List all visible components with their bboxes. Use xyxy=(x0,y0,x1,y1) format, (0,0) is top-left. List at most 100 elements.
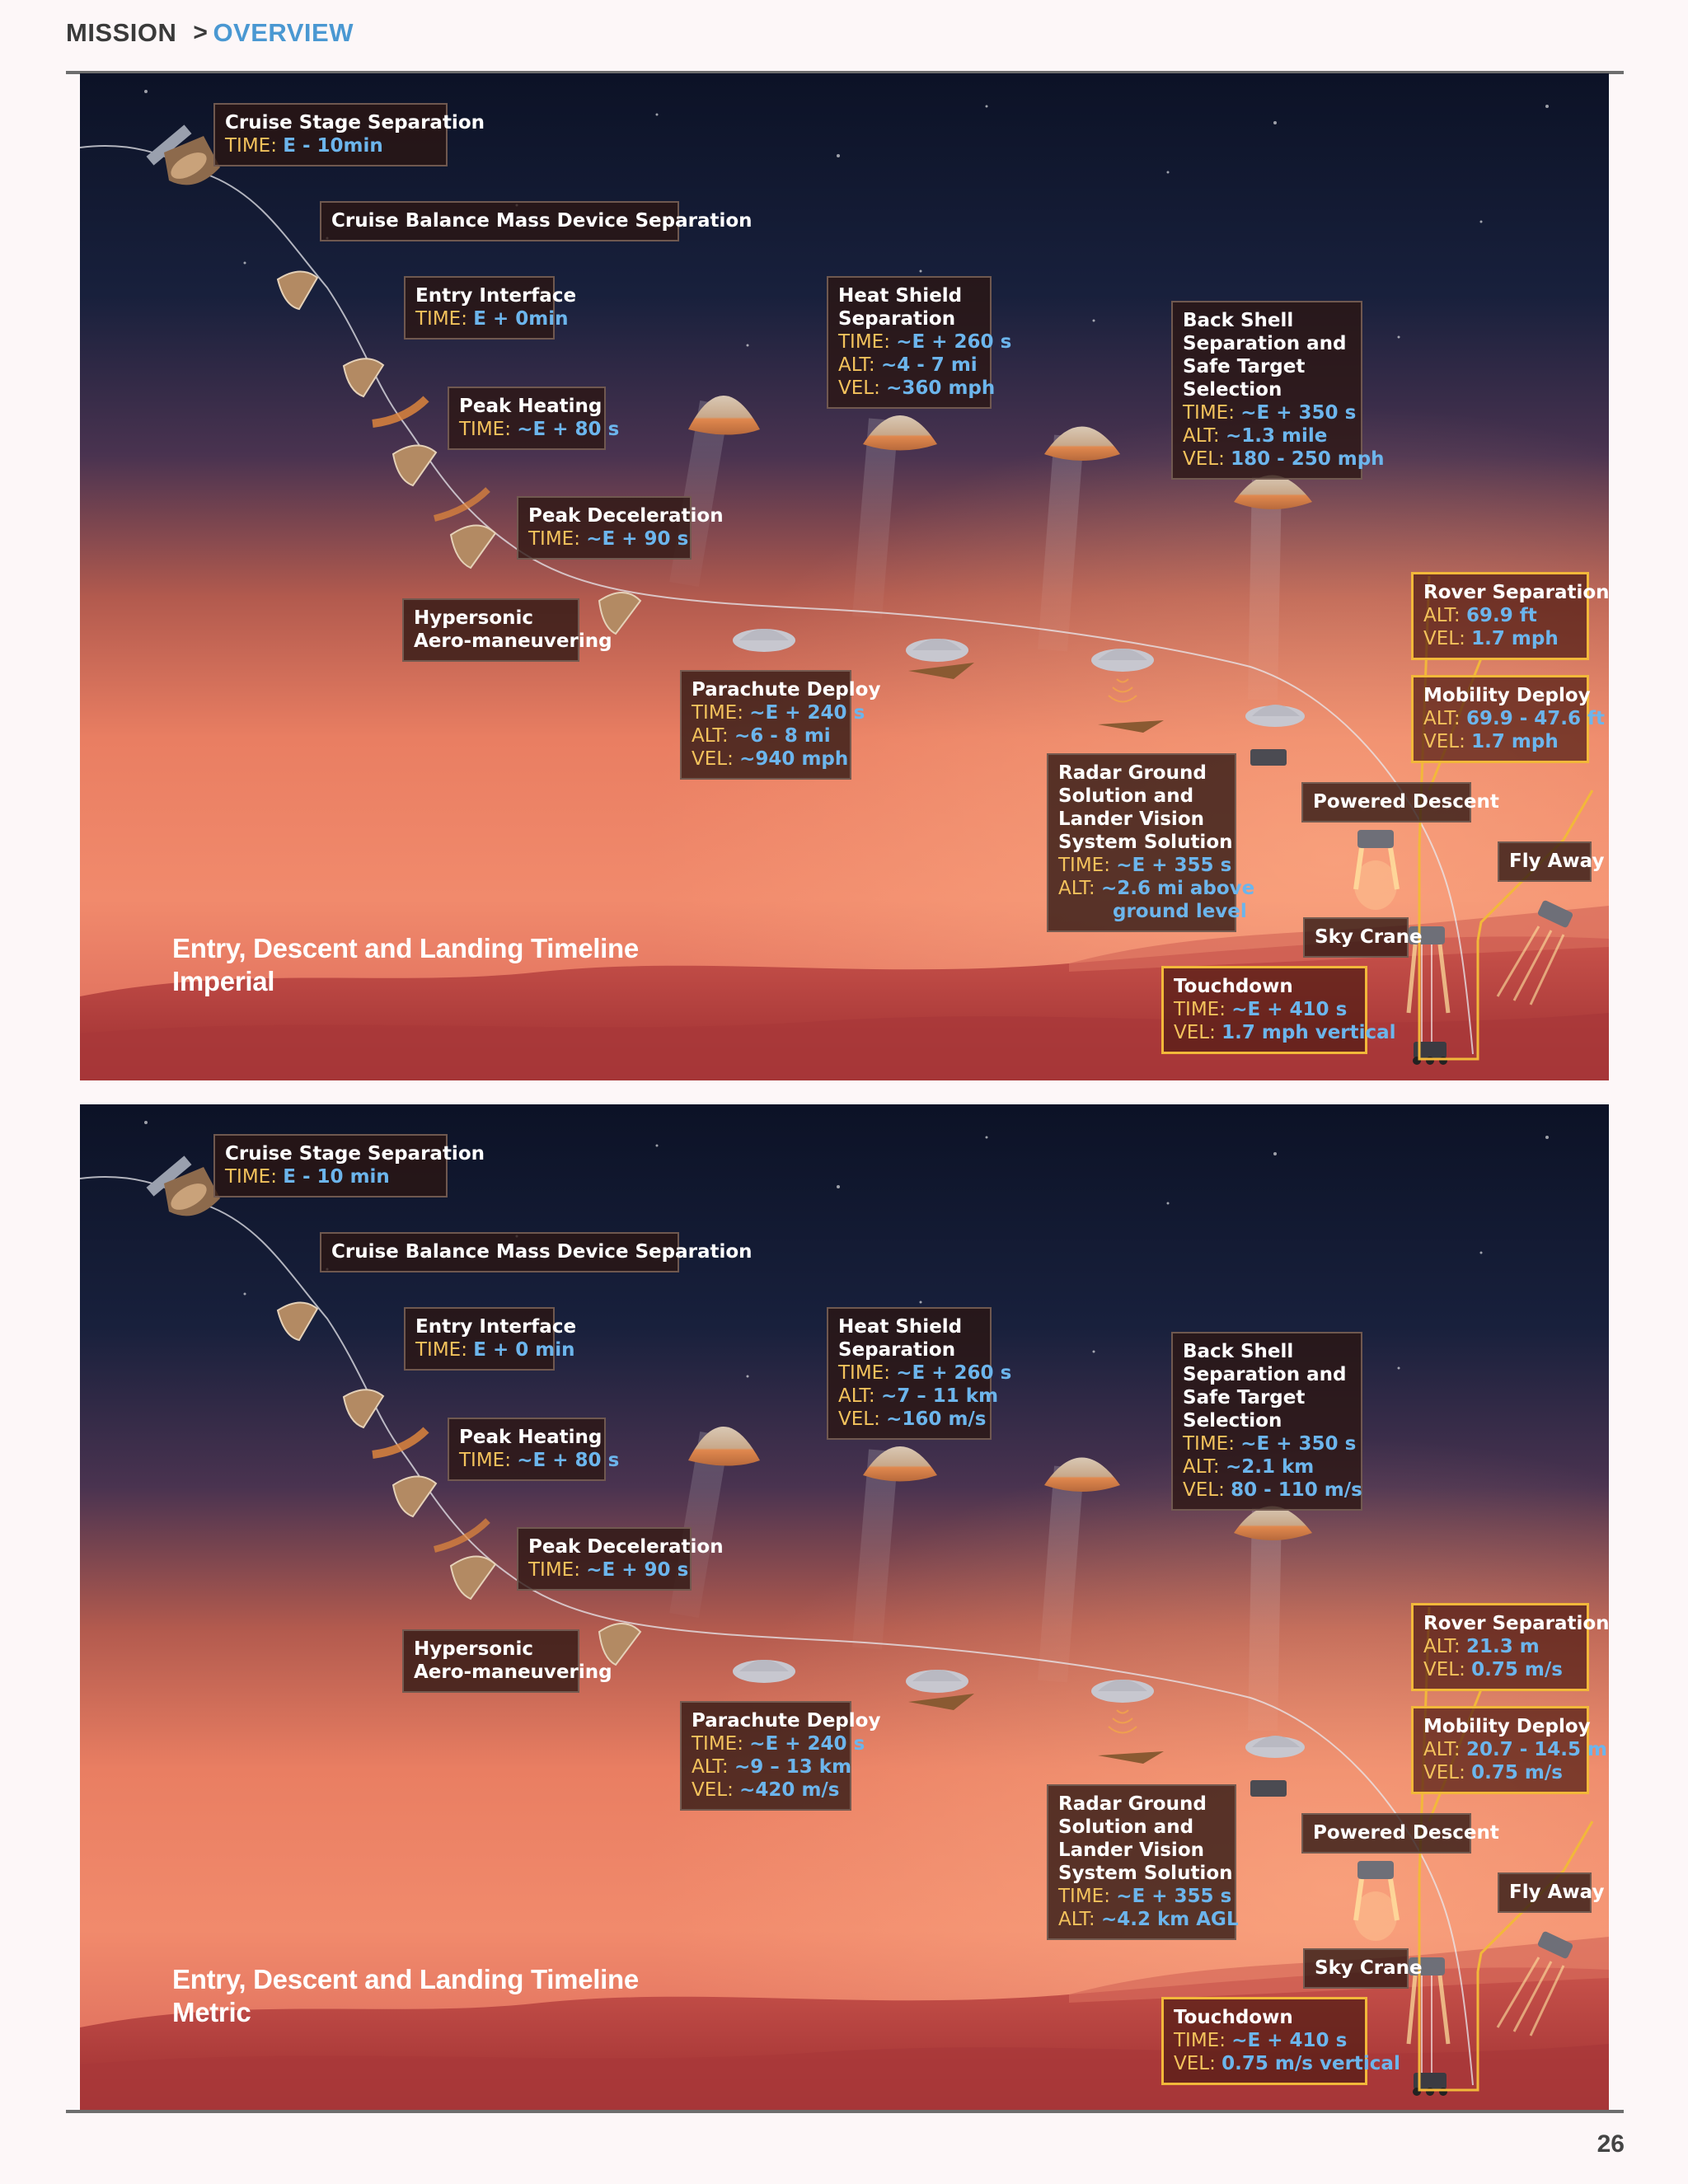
breadcrumb: MISSION > OVERVIEW xyxy=(66,18,354,48)
event-title-line: Separation xyxy=(838,1339,956,1361)
event-sky-crane: Sky Crane xyxy=(1303,917,1423,958)
alt-value: ~6 - 8 mi xyxy=(734,725,831,747)
vel-value: 0.75 m/s xyxy=(1471,1762,1563,1783)
time-key: TIME: xyxy=(692,1733,743,1755)
time-key: TIME: xyxy=(1058,855,1110,876)
vel-key: VEL: xyxy=(692,748,734,770)
event-title-line: Selection xyxy=(1183,379,1282,401)
event-title: Entry Interface xyxy=(415,285,577,307)
event-title-line: Selection xyxy=(1183,1410,1282,1432)
event-title-line: Solution and xyxy=(1058,785,1194,807)
time-key: TIME: xyxy=(838,331,890,353)
event-peak-deceleration: Peak Deceleration TIME: ~E + 90 s xyxy=(517,1527,724,1591)
event-title-line: Back Shell xyxy=(1183,1341,1294,1362)
event-radar-ground-solution: Radar Ground Solution and Lander Vision … xyxy=(1047,753,1254,932)
event-cruise-stage-separation: Cruise Stage Separation TIME: E - 10min xyxy=(213,103,485,166)
event-cruise-balance-mass-device-separation: Cruise Balance Mass Device Separation xyxy=(320,201,753,241)
footer-divider xyxy=(66,2110,1624,2113)
alt-key: ALT: xyxy=(1423,708,1461,729)
alt-key: ALT: xyxy=(1058,1909,1095,1930)
panel-title-main: Entry, Descent and Landing Timeline xyxy=(172,1964,639,1994)
alt-value: ~9 – 13 km xyxy=(734,1756,852,1778)
vel-value: 1.7 mph vertical xyxy=(1221,1022,1396,1043)
vel-value: 1.7 mph xyxy=(1471,628,1559,649)
event-title: Cruise Balance Mass Device Separation xyxy=(331,210,753,232)
event-title-line: Aero-maneuvering xyxy=(414,630,612,652)
time-value: ~E + 90 s xyxy=(586,528,689,550)
event-title: Mobility Deploy xyxy=(1423,1716,1591,1737)
event-title-line: Safe Target xyxy=(1183,356,1306,377)
event-powered-descent: Powered Descent xyxy=(1301,1813,1499,1854)
time-value: ~E + 350 s xyxy=(1240,1433,1357,1455)
event-back-shell-separation: Back Shell Separation and Safe Target Se… xyxy=(1171,1332,1362,1511)
time-key: TIME: xyxy=(692,702,743,724)
event-title: Peak Deceleration xyxy=(528,1536,724,1558)
event-fly-away: Fly Away xyxy=(1498,841,1604,882)
event-sky-crane: Sky Crane xyxy=(1303,1948,1423,1989)
time-key: TIME: xyxy=(225,135,277,157)
alt-value: 69.9 - 47.6 ft xyxy=(1465,708,1606,729)
page-number: 26 xyxy=(1597,2130,1625,2158)
vel-key: VEL: xyxy=(1423,731,1465,752)
event-title: Parachute Deploy xyxy=(692,1710,881,1732)
event-title-line: Radar Ground xyxy=(1058,1793,1207,1815)
event-mobility-deploy: Mobility Deploy ALT: 20.7 - 14.5 m VEL: … xyxy=(1411,1706,1607,1794)
event-title: Cruise Balance Mass Device Separation xyxy=(331,1241,753,1263)
event-entry-interface: Entry Interface TIME: E + 0 min xyxy=(404,1307,576,1371)
vel-key: VEL: xyxy=(838,377,880,399)
event-heat-shield-separation: Heat Shield Separation TIME: ~E + 260 s … xyxy=(827,276,1011,409)
time-key: TIME: xyxy=(225,1166,277,1188)
alt-key: ALT: xyxy=(838,1385,875,1407)
alt-value: ~2.6 mi above xyxy=(1100,878,1255,899)
chevron-right-icon: > xyxy=(193,19,209,46)
event-rover-separation: Rover Separation ALT: 21.3 m VEL: 0.75 m… xyxy=(1411,1603,1609,1691)
event-peak-heating: Peak Heating TIME: ~E + 80 s xyxy=(448,387,619,450)
alt-value-continued: ground level xyxy=(1113,901,1247,922)
event-title: Peak Heating xyxy=(459,1427,603,1448)
alt-key: ALT: xyxy=(1423,1739,1461,1760)
panel-title-units: Metric xyxy=(172,1997,251,2027)
time-value: ~E + 350 s xyxy=(1240,402,1357,424)
vel-value: 80 - 110 m/s xyxy=(1231,1479,1362,1501)
vel-key: VEL: xyxy=(1183,1479,1225,1501)
time-key: TIME: xyxy=(528,1559,580,1581)
panel-title: Entry, Descent and Landing Timeline Impe… xyxy=(172,932,639,998)
alt-key: ALT: xyxy=(1423,605,1461,626)
event-touchdown: Touchdown TIME: ~E + 410 s VEL: 0.75 m/s… xyxy=(1161,1997,1400,2085)
alt-value: ~4.2 km AGL xyxy=(1100,1909,1239,1930)
event-title-line: Separation and xyxy=(1183,1364,1347,1385)
event-title: Sky Crane xyxy=(1315,1957,1423,1979)
time-value: ~E + 90 s xyxy=(586,1559,689,1581)
mars-sky-background xyxy=(80,73,1609,1080)
alt-key: ALT: xyxy=(1423,1636,1461,1657)
event-radar-ground-solution: Radar Ground Solution and Lander Vision … xyxy=(1047,1784,1239,1940)
alt-key: ALT: xyxy=(692,725,729,747)
vel-value: 1.7 mph xyxy=(1471,731,1559,752)
vel-value: ~160 m/s xyxy=(886,1408,987,1430)
alt-value: ~4 - 7 mi xyxy=(880,354,978,376)
alt-key: ALT: xyxy=(1058,878,1095,899)
alt-value: 69.9 ft xyxy=(1465,605,1537,626)
event-title-line: Aero-maneuvering xyxy=(414,1661,612,1683)
time-key: TIME: xyxy=(459,419,511,440)
vel-key: VEL: xyxy=(1174,2053,1216,2074)
alt-value: ~2.1 km xyxy=(1225,1456,1315,1478)
event-title: Fly Away xyxy=(1509,1882,1605,1903)
event-powered-descent: Powered Descent xyxy=(1301,782,1499,823)
vel-value: ~420 m/s xyxy=(739,1779,840,1801)
time-key: TIME: xyxy=(1183,1433,1235,1455)
time-value: E + 0 min xyxy=(473,1339,575,1361)
event-title-line: Safe Target xyxy=(1183,1387,1306,1408)
event-cruise-balance-mass-device-separation: Cruise Balance Mass Device Separation xyxy=(320,1232,753,1272)
event-title-line: Heat Shield xyxy=(838,285,963,307)
event-title: Cruise Stage Separation xyxy=(225,112,485,134)
event-parachute-deploy: Parachute Deploy TIME: ~E + 240 s ALT: ~… xyxy=(680,1701,881,1811)
event-title: Cruise Stage Separation xyxy=(225,1143,485,1165)
breadcrumb-mission-link[interactable]: MISSION xyxy=(66,18,177,47)
alt-key: ALT: xyxy=(1183,425,1220,447)
time-key: TIME: xyxy=(1058,1886,1110,1907)
time-value: E + 0min xyxy=(473,308,569,330)
vel-key: VEL: xyxy=(1423,1659,1465,1680)
vel-value: ~360 mph xyxy=(886,377,996,399)
vel-key: VEL: xyxy=(692,1779,734,1801)
